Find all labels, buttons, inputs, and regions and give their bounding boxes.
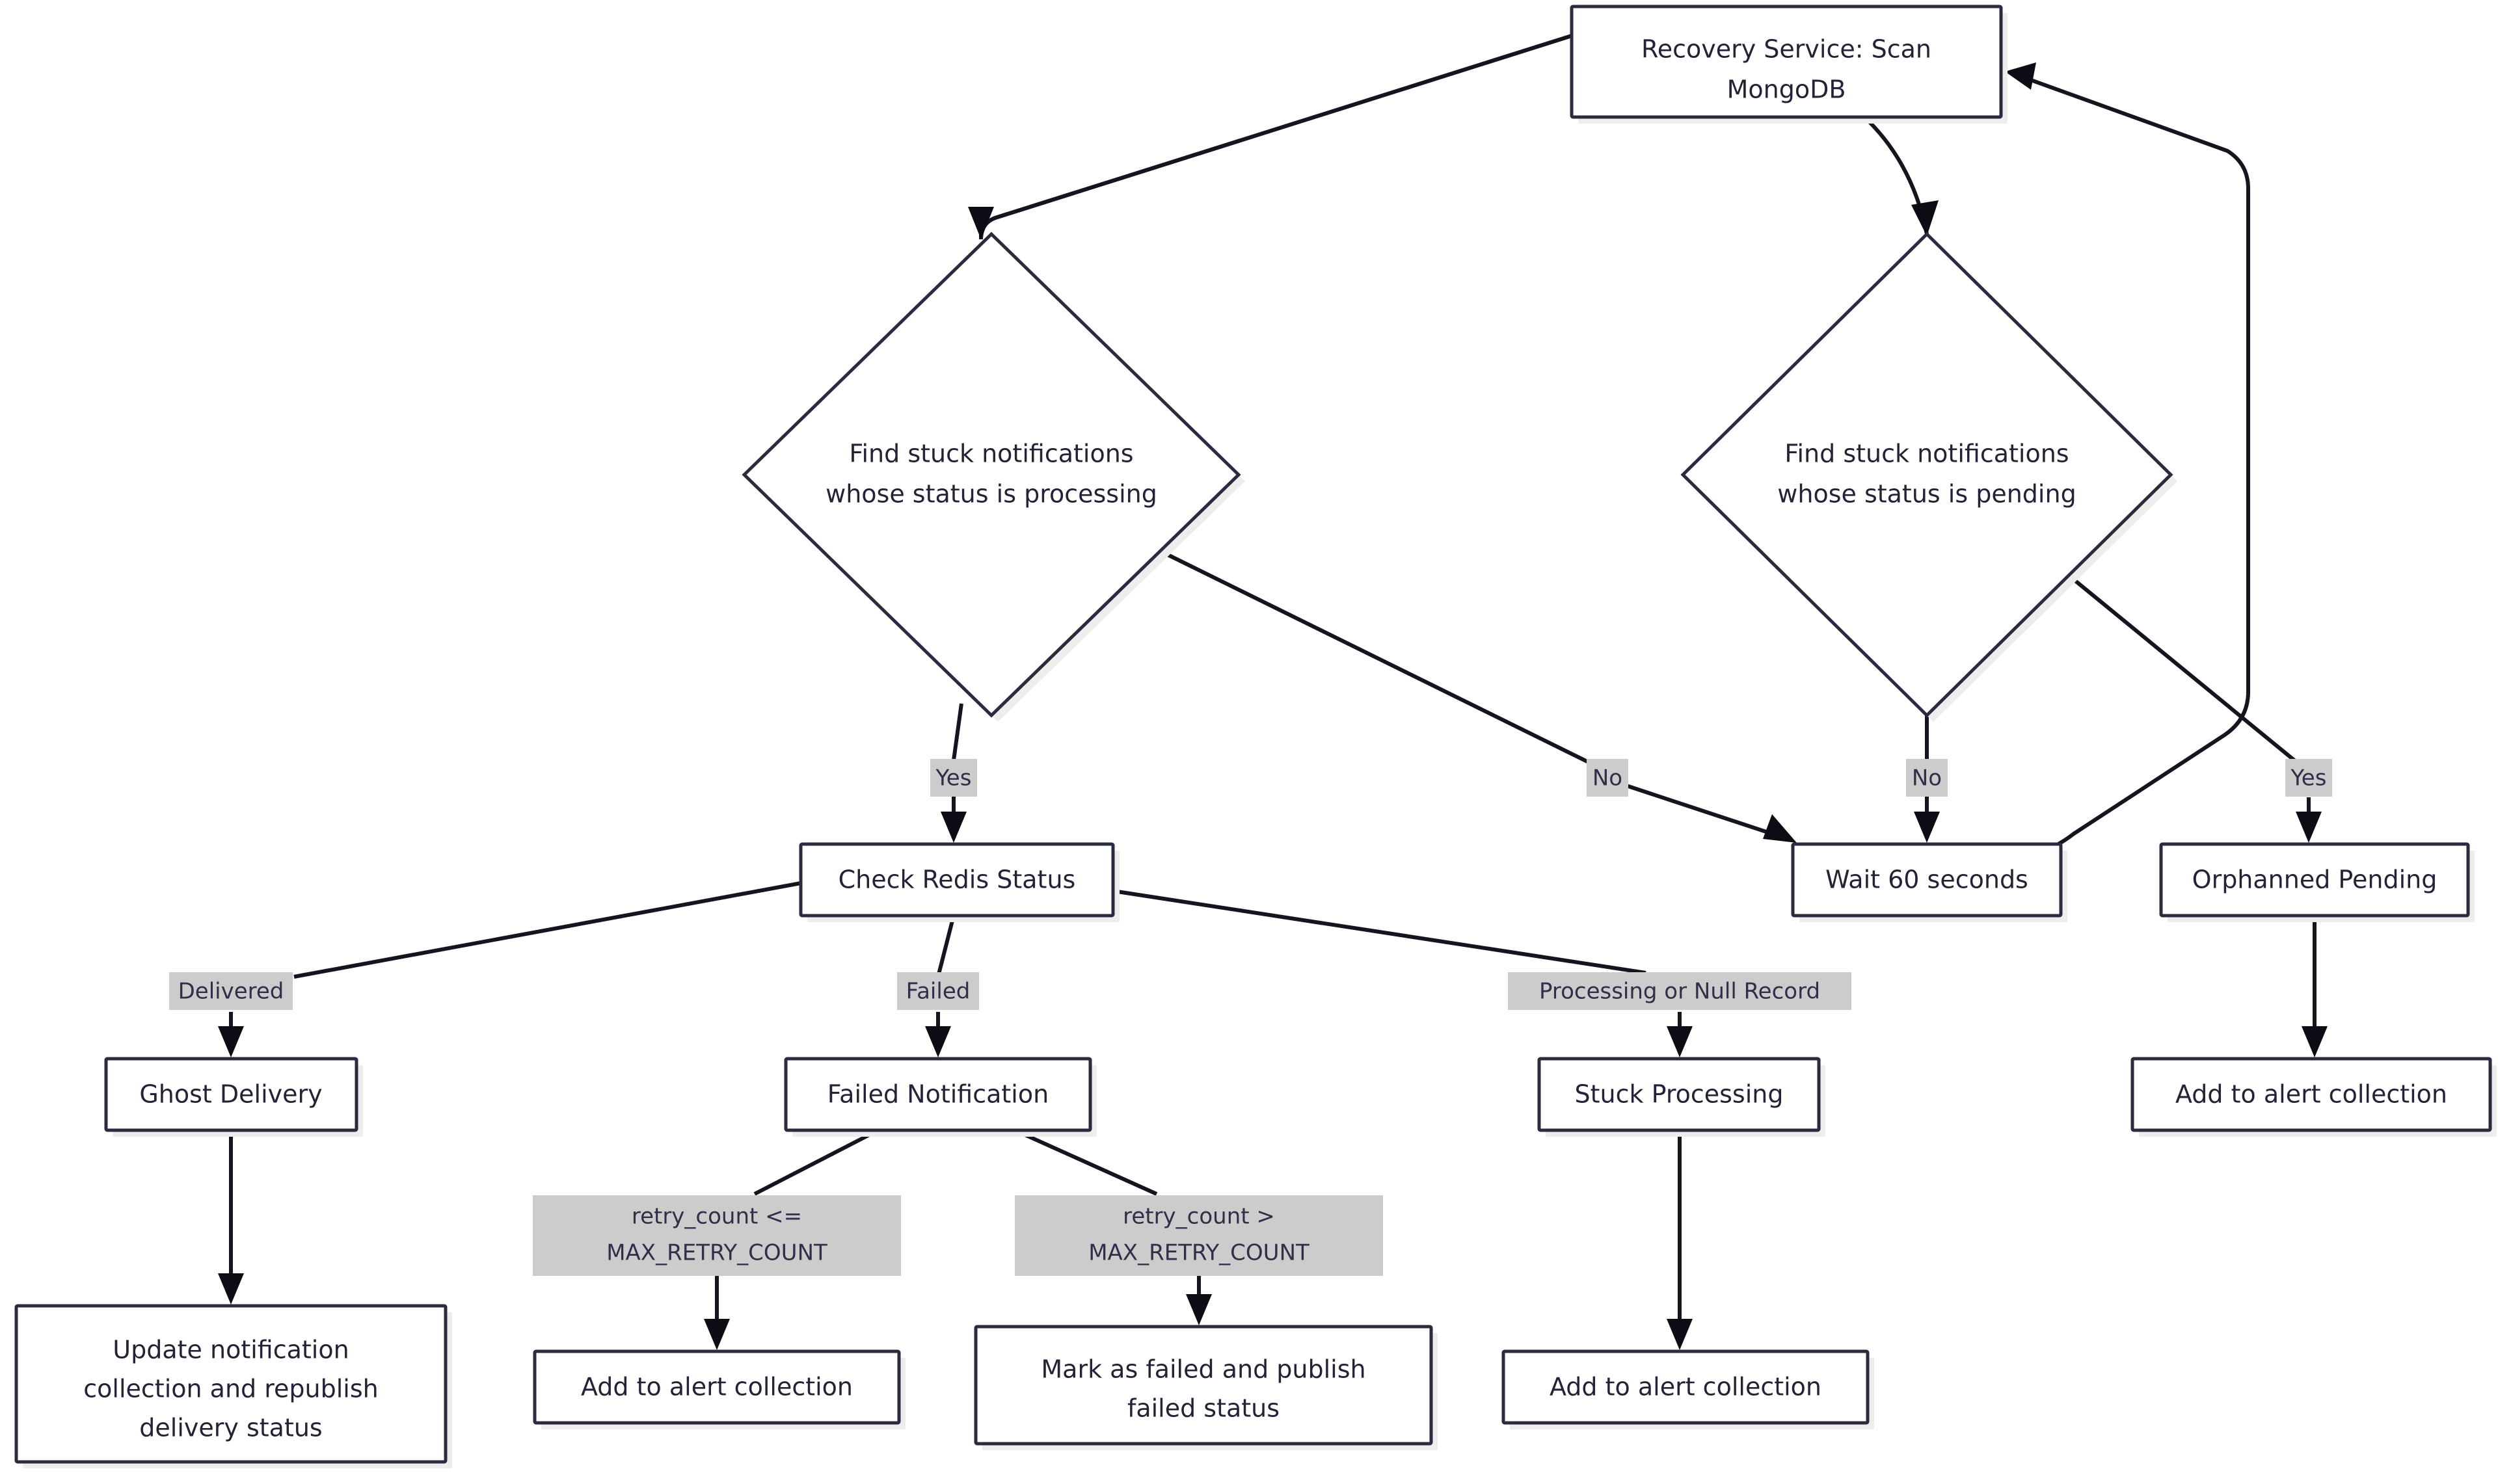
edge-label-delivered: Delivered bbox=[169, 972, 293, 1010]
node-add-to-alert-collection-retry[interactable]: Add to alert collection bbox=[533, 1349, 906, 1429]
node-label-line: Add to alert collection bbox=[2175, 1080, 2447, 1109]
node-recovery-service-scan[interactable]: Recovery Service: Scan MongoDB bbox=[1570, 5, 2008, 124]
arrow-head-icon bbox=[925, 1026, 951, 1057]
node-label-line: Check Redis Status bbox=[839, 866, 1076, 894]
arrow-head-icon bbox=[2005, 62, 2036, 90]
edge-label-retry-count-gt: retry_count > MAX_RETRY_COUNT bbox=[1015, 1195, 1383, 1276]
edge-check-redis-to-failed-notification bbox=[925, 915, 956, 1057]
arrow-head-icon bbox=[2296, 812, 2322, 843]
edge-label-yes-pending: Yes bbox=[2285, 759, 2332, 797]
node-label-line: failed status bbox=[1127, 1394, 1280, 1423]
edge-stuck-processing-to-alert-stuck bbox=[1667, 1130, 1693, 1350]
edge-find-pending-to-wait60 bbox=[1914, 715, 1940, 843]
node-update-notification-collection[interactable]: Update notification collection and repub… bbox=[14, 1304, 452, 1468]
node-label-line: Failed Notification bbox=[827, 1080, 1049, 1109]
edge-layer bbox=[218, 34, 2328, 1350]
edge-label-no-pending: No bbox=[1906, 759, 1948, 797]
edge-scan-to-find-processing bbox=[968, 34, 1572, 240]
arrow-head-icon bbox=[1667, 1319, 1693, 1350]
node-label-line: whose status is processing bbox=[826, 480, 1157, 509]
edge-check-redis-to-stuck-processing bbox=[1112, 889, 1693, 1057]
edge-orphanned-pending-to-alert-right bbox=[2302, 916, 2328, 1057]
node-failed-notification[interactable]: Failed Notification bbox=[784, 1057, 1097, 1137]
edge-label-text: No bbox=[1912, 765, 1942, 791]
edge-check-redis-to-ghost-delivery bbox=[218, 881, 801, 1057]
node-label-line: delivery status bbox=[139, 1414, 322, 1442]
arrow-head-icon bbox=[1914, 812, 1940, 843]
edge-label-text: retry_count <= bbox=[632, 1204, 802, 1230]
arrow-head-icon bbox=[1763, 814, 1797, 843]
edge-find-processing-to-check-redis bbox=[941, 703, 967, 843]
node-orphanned-pending[interactable]: Orphanned Pending bbox=[2159, 842, 2475, 922]
arrow-head-icon bbox=[704, 1319, 730, 1350]
node-label-line: Update notification bbox=[113, 1336, 349, 1364]
edge-ghost-delivery-to-update-notification bbox=[218, 1130, 244, 1305]
node-wait-60-seconds[interactable]: Wait 60 seconds bbox=[1791, 842, 2067, 922]
edge-label-text: retry_count > bbox=[1123, 1204, 1275, 1230]
edge-failed-notification-to-alert-retry-ok bbox=[704, 1128, 880, 1350]
arrow-head-icon bbox=[218, 1273, 244, 1305]
node-label-line: Find stuck notifications bbox=[1784, 440, 2069, 468]
edge-label-text: Processing or Null Record bbox=[1539, 979, 1820, 1005]
arrow-head-icon bbox=[968, 207, 994, 239]
edge-label-retry-count-lte: retry_count <= MAX_RETRY_COUNT bbox=[533, 1195, 901, 1276]
node-label-line: whose status is pending bbox=[1777, 480, 2076, 509]
node-find-stuck-processing[interactable]: Find stuck notifications whose status is… bbox=[742, 232, 1245, 722]
node-ghost-delivery[interactable]: Ghost Delivery bbox=[104, 1057, 363, 1137]
edge-scan-to-find-pending bbox=[1862, 115, 1939, 236]
node-label-line: collection and republish bbox=[83, 1375, 378, 1403]
node-label-line: Ghost Delivery bbox=[139, 1080, 322, 1109]
edge-label-text: MAX_RETRY_COUNT bbox=[1088, 1240, 1309, 1266]
edge-label-yes-processing: Yes bbox=[930, 759, 977, 797]
edge-wait60-to-scan bbox=[2005, 62, 2250, 847]
edge-label-text: Delivered bbox=[178, 979, 284, 1005]
edge-find-pending-to-orphanned-pending bbox=[2070, 576, 2322, 843]
edge-label-text: Yes bbox=[2290, 765, 2327, 791]
node-label-line: Stuck Processing bbox=[1575, 1080, 1784, 1109]
edge-label-text: No bbox=[1592, 765, 1622, 791]
node-label-line: Wait 60 seconds bbox=[1825, 866, 2028, 894]
arrow-head-icon bbox=[2302, 1026, 2328, 1057]
edge-failed-notification-to-mark-failed bbox=[1014, 1128, 1212, 1325]
node-check-redis-status[interactable]: Check Redis Status bbox=[799, 842, 1120, 922]
edge-label-processing-or-null-record: Processing or Null Record bbox=[1508, 972, 1851, 1010]
edge-find-processing-to-wait60 bbox=[1166, 553, 1797, 843]
node-mark-as-failed[interactable]: Mark as failed and publish failed status bbox=[974, 1325, 1438, 1450]
arrow-head-icon bbox=[941, 812, 967, 843]
node-add-to-alert-collection-orphanned[interactable]: Add to alert collection bbox=[2130, 1057, 2497, 1137]
edge-label-text: Yes bbox=[935, 765, 972, 791]
edge-label-no-processing: No bbox=[1587, 759, 1628, 797]
arrow-head-icon bbox=[1667, 1026, 1693, 1057]
node-label-line: Recovery Service: Scan bbox=[1641, 35, 1931, 64]
edge-label-failed: Failed bbox=[897, 972, 979, 1010]
arrow-head-icon bbox=[218, 1026, 244, 1057]
node-layer: Recovery Service: Scan MongoDB Find stuc… bbox=[14, 5, 2497, 1468]
node-add-to-alert-collection-stuck[interactable]: Add to alert collection bbox=[1501, 1349, 1874, 1429]
node-label-line: Orphanned Pending bbox=[2192, 866, 2438, 894]
node-label-line: Mark as failed and publish bbox=[1041, 1355, 1365, 1384]
node-stuck-processing[interactable]: Stuck Processing bbox=[1537, 1057, 1825, 1137]
edge-label-layer: Yes No No Yes Delivered Failed bbox=[169, 759, 2332, 1276]
node-label-line: Add to alert collection bbox=[581, 1373, 853, 1401]
edge-label-text: Failed bbox=[906, 979, 971, 1005]
arrow-head-icon bbox=[1186, 1294, 1212, 1325]
edge-label-text: MAX_RETRY_COUNT bbox=[606, 1240, 827, 1266]
node-label-line: Add to alert collection bbox=[1550, 1373, 1821, 1401]
node-find-stuck-pending[interactable]: Find stuck notifications whose status is… bbox=[1680, 232, 2177, 722]
node-label-line: Find stuck notifications bbox=[849, 440, 1133, 468]
arrow-head-icon bbox=[1911, 200, 1939, 236]
node-label-line: MongoDB bbox=[1727, 75, 1846, 104]
